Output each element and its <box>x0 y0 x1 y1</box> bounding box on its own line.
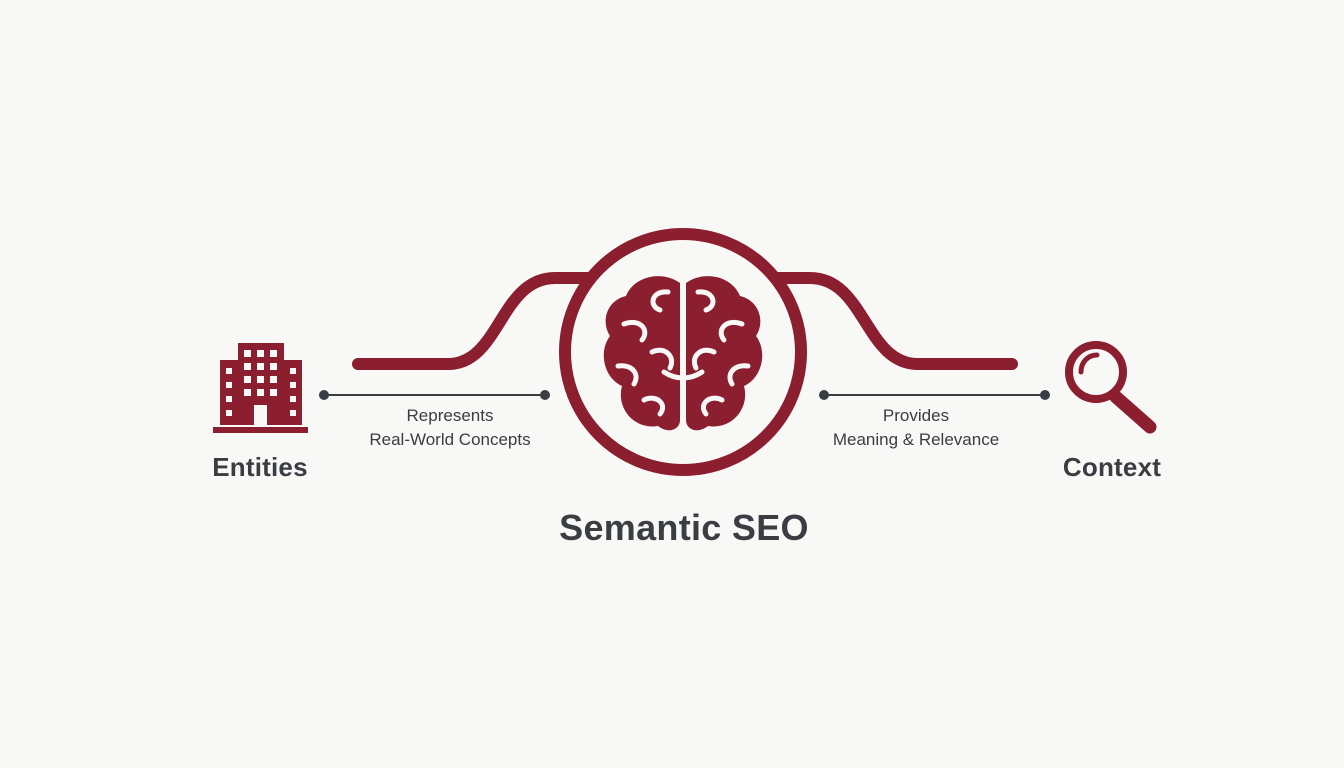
right-connector-line2: Meaning & Relevance <box>832 430 1000 449</box>
left-connector-text: Represents Real-World Concepts <box>330 404 570 452</box>
right-connector-line1: Provides <box>882 406 950 425</box>
office-building-icon <box>213 343 308 433</box>
left-connector-line2: Real-World Concepts <box>369 430 531 449</box>
flow-curve <box>352 272 1018 370</box>
right-connector-line <box>819 390 1050 400</box>
right-connector-text: Provides Meaning & Relevance <box>796 404 1036 452</box>
context-label: Context <box>1062 452 1162 482</box>
left-connector-line1: Represents <box>406 406 494 425</box>
magnifying-glass-icon <box>1065 341 1157 434</box>
semantic-seo-title: Semantic SEO <box>559 507 809 548</box>
entities-label: Entities <box>212 452 308 482</box>
left-connector-line <box>319 390 550 400</box>
center-circle <box>559 228 807 476</box>
brain-icon <box>603 276 763 431</box>
